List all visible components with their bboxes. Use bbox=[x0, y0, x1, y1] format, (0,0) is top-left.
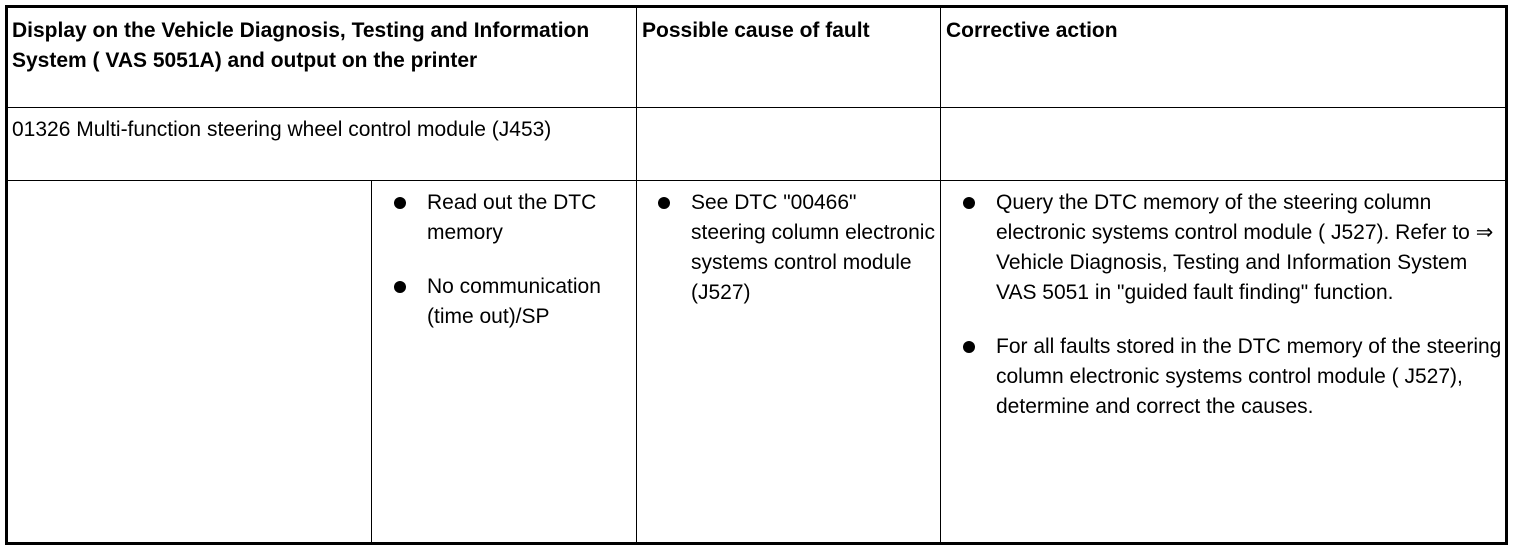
bullet-icon bbox=[963, 341, 975, 353]
action-bullet-list: Query the DTC memory of the steering col… bbox=[963, 188, 1502, 422]
list-item: No communication (time out)/SP bbox=[394, 272, 635, 332]
bullet-icon bbox=[394, 197, 406, 209]
fault-table: Display on the Vehicle Diagnosis, Testin… bbox=[5, 5, 1508, 545]
list-item: See DTC "00466" steering column electron… bbox=[658, 188, 937, 308]
row-divider bbox=[8, 107, 1505, 108]
column-divider bbox=[940, 8, 941, 542]
row-divider bbox=[8, 180, 1505, 181]
column-divider bbox=[371, 180, 372, 542]
column-divider bbox=[636, 8, 637, 542]
header-action: Corrective action bbox=[946, 19, 1118, 42]
list-item: For all faults stored in the DTC memory … bbox=[963, 332, 1502, 422]
bullet-icon bbox=[658, 197, 670, 209]
bullet-icon bbox=[963, 197, 975, 209]
dtc-code-cell: 01326 Multi-function steering wheel cont… bbox=[12, 118, 552, 141]
action-bullets-cell: Query the DTC memory of the steering col… bbox=[963, 188, 1502, 446]
cause-bullets-cell: See DTC "00466" steering column electron… bbox=[658, 188, 937, 332]
list-item: Read out the DTC memory bbox=[394, 188, 635, 248]
display-bullets-cell: Read out the DTC memory No communication… bbox=[394, 188, 635, 356]
display-bullet-list: Read out the DTC memory No communication… bbox=[394, 188, 635, 332]
list-item: Query the DTC memory of the steering col… bbox=[963, 188, 1502, 308]
header-cause: Possible cause of fault bbox=[642, 19, 870, 42]
bullet-icon bbox=[394, 281, 406, 293]
cause-bullet-list: See DTC "00466" steering column electron… bbox=[658, 188, 937, 308]
header-display: Display on the Vehicle Diagnosis, Testin… bbox=[12, 19, 590, 72]
